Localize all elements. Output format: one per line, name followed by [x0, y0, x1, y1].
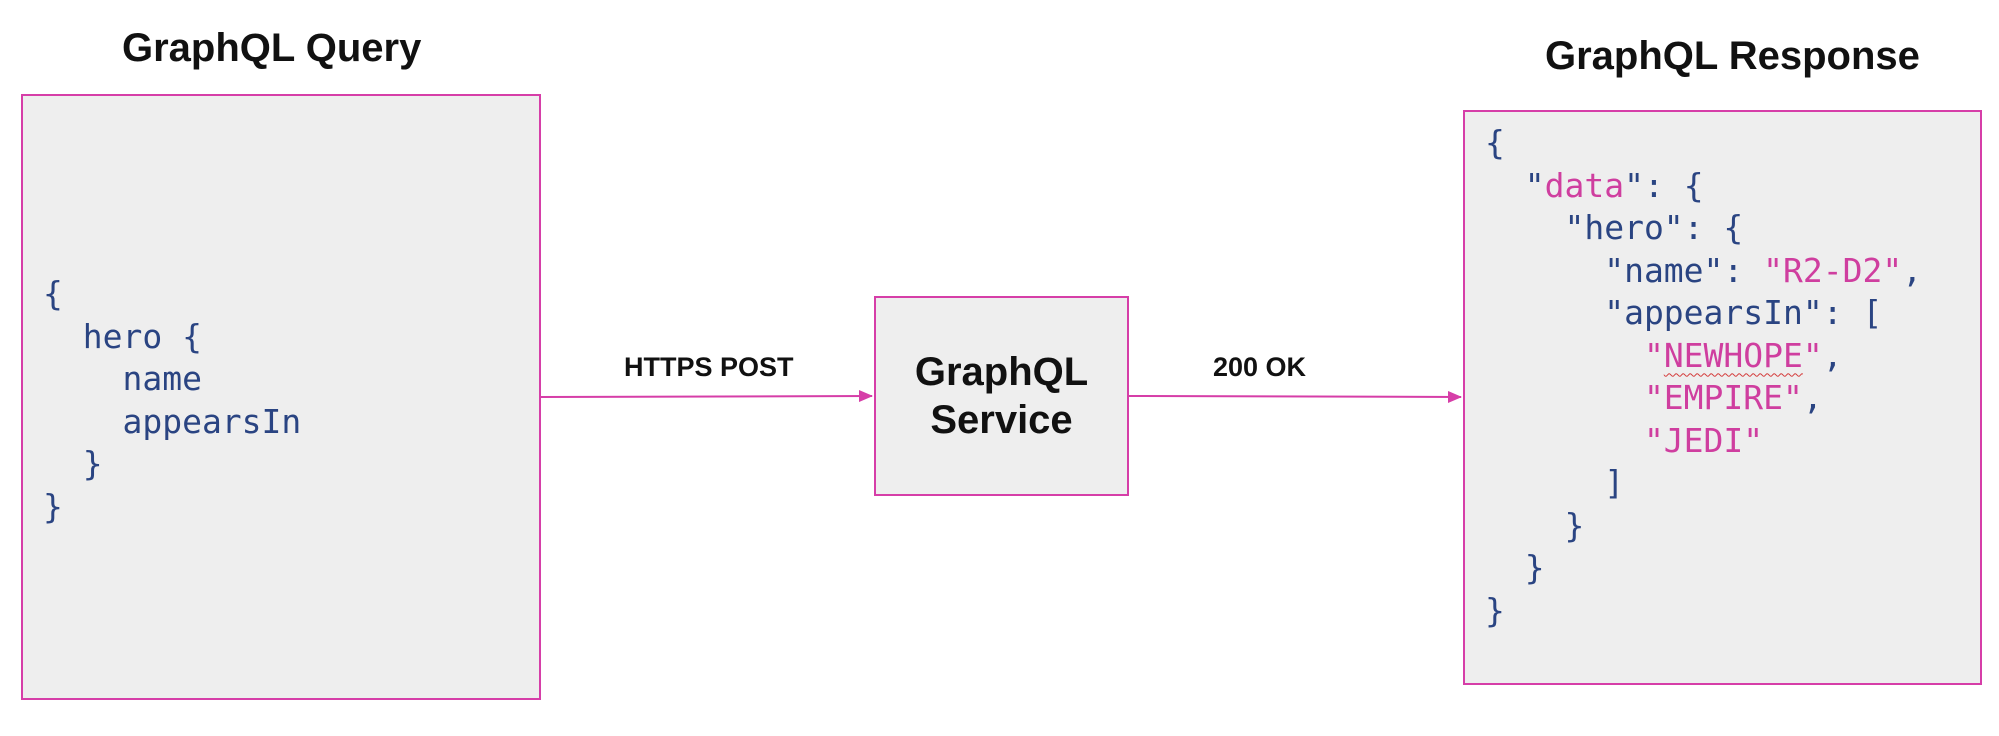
code-line: "data": {: [1485, 166, 1704, 205]
response-arrow-label: 200 OK: [1213, 352, 1307, 382]
code-line: }: [43, 487, 63, 526]
code-line: {: [1485, 123, 1505, 162]
query-panel: { hero { name appearsIn } }: [21, 94, 541, 700]
service-label-line1: GraphQL: [914, 350, 1089, 394]
code-token: ,: [1802, 378, 1823, 417]
code-token: {: [182, 316, 202, 356]
code-token: ": {: [1624, 165, 1704, 205]
code-token: data: [1544, 165, 1625, 205]
code-token: }: [1485, 548, 1545, 587]
code-token: "R2-D2": [1763, 250, 1903, 290]
code-token: "hero": {: [1485, 208, 1744, 247]
code-token: {: [1485, 123, 1505, 162]
code-line: appearsIn: [43, 402, 301, 441]
code-line: "name": "R2-D2",: [1485, 251, 1922, 290]
code-token: ,: [1822, 335, 1843, 375]
code-line: "JEDI": [1485, 421, 1763, 460]
code-line: }: [1485, 591, 1505, 630]
code-token: ": [1524, 165, 1545, 205]
code-token: hero: [43, 316, 183, 356]
code-line: }: [1485, 506, 1584, 545]
code-line: }: [43, 444, 103, 483]
code-line: {: [43, 274, 63, 313]
response-arrow: [1128, 390, 1462, 403]
code-token: name: [43, 359, 202, 398]
code-line: }: [1485, 548, 1545, 587]
code-token: "appearsIn": [: [1485, 293, 1883, 332]
code-token: NEWHOPE: [1663, 335, 1803, 375]
code-token: }: [43, 486, 63, 526]
code-token: }: [43, 444, 103, 483]
response-panel: { "data": { "hero": { "name": "R2-D2", "…: [1463, 110, 1982, 685]
response-code: { "data": { "hero": { "name": "R2-D2", "…: [1485, 122, 1922, 632]
code-token: ": [1485, 335, 1664, 375]
service-label-line2: Service: [930, 398, 1073, 442]
code-token: ]: [1485, 463, 1625, 502]
code-line: ]: [1485, 463, 1624, 502]
graphql-service-box: GraphQL Service: [874, 296, 1129, 496]
code-line: name: [43, 359, 202, 398]
code-line: "NEWHOPE",: [1485, 336, 1843, 375]
code-token: }: [1485, 590, 1505, 630]
code-token: [1485, 166, 1525, 205]
code-line: hero {: [43, 317, 202, 356]
request-arrow: [540, 390, 873, 403]
code-token: "EMPIRE": [1485, 378, 1803, 417]
code-token: }: [1485, 505, 1585, 545]
response-title: GraphQL Response: [1545, 34, 1920, 78]
code-token: "name":: [1485, 250, 1764, 290]
code-token: {: [43, 274, 63, 313]
code-token: ,: [1902, 250, 1923, 290]
request-arrow-label: HTTPS POST: [624, 352, 794, 382]
code-token: ": [1802, 335, 1823, 375]
code-line: "EMPIRE",: [1485, 378, 1823, 417]
query-title: GraphQL Query: [122, 26, 422, 70]
code-token: "JEDI": [1485, 420, 1764, 460]
code-line: "hero": {: [1485, 208, 1743, 247]
code-token: appearsIn: [43, 401, 302, 441]
query-code: { hero { name appearsIn } }: [43, 273, 301, 528]
code-line: "appearsIn": [: [1485, 293, 1882, 332]
